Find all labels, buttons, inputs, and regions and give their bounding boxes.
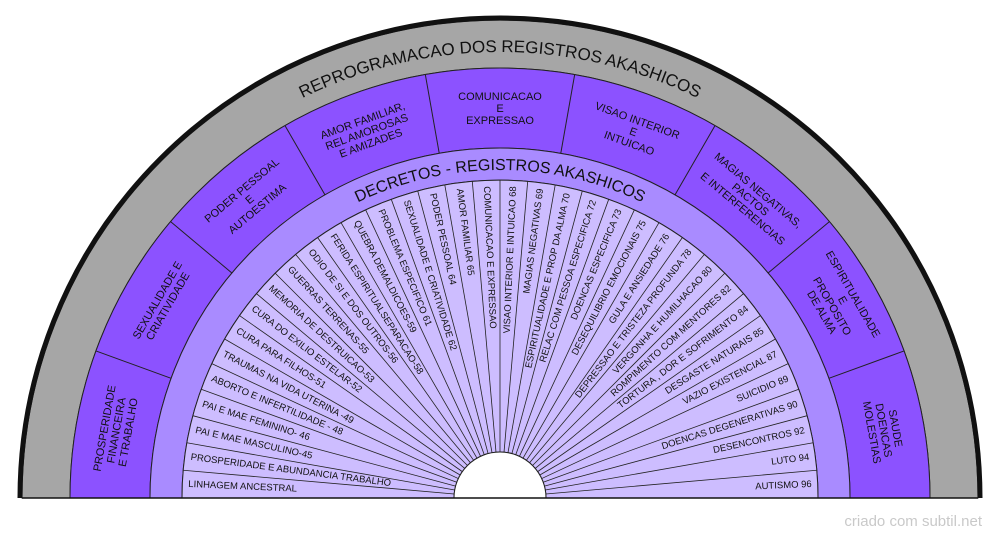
spoke-divider	[183, 469, 455, 495]
category-divider	[828, 350, 905, 379]
spoke-divider	[529, 254, 705, 464]
spoke-divider-lines	[183, 180, 817, 495]
category-divider	[424, 74, 440, 154]
spoke-divider	[522, 222, 660, 459]
spoke-divider	[317, 237, 474, 461]
outer-black-edge	[17, 15, 983, 499]
spoke-divider	[544, 415, 808, 487]
spoke-divider	[211, 363, 459, 479]
spoke-divider	[539, 338, 776, 476]
spoke-divider	[192, 415, 456, 487]
spoke-divider	[186, 442, 455, 491]
spoke-label: LUTO 94	[771, 452, 810, 468]
spoke-divider	[519, 209, 635, 457]
spoke-divider	[444, 184, 493, 453]
spoke-divider	[201, 388, 457, 483]
spoke-divider	[511, 190, 583, 454]
spoke-label: LINHAGEM ANCESTRAL	[188, 479, 297, 495]
spoke-divider	[390, 199, 485, 455]
category-divider	[95, 350, 172, 379]
spoke-divider	[340, 222, 478, 459]
spoke-divider	[256, 293, 466, 469]
spoke-divider	[545, 442, 814, 491]
spoke-divider	[295, 254, 471, 464]
category-label-line: E	[628, 126, 639, 140]
spoke-divider	[503, 181, 529, 453]
spoke-divider	[541, 363, 789, 479]
category-divider	[284, 125, 326, 196]
category-divider-lines	[95, 74, 905, 379]
category-divider	[560, 74, 576, 154]
spoke-divider	[534, 293, 744, 469]
spoke-divider	[545, 469, 817, 495]
spoke-divider	[543, 388, 799, 483]
spoke-divider	[239, 315, 463, 472]
category-label-line: E	[496, 103, 503, 115]
spoke-divider	[537, 315, 761, 472]
credit-watermark: criado com subtil.net	[844, 513, 982, 530]
category-divider	[170, 221, 233, 274]
category-label-line: COMUNICACAO	[458, 91, 542, 103]
spoke-divider	[365, 209, 481, 457]
spoke-divider	[417, 190, 489, 454]
spoke-divider	[526, 237, 683, 461]
category-divider	[767, 221, 830, 274]
spoke-divider	[515, 199, 610, 455]
spoke-divider	[507, 184, 556, 453]
category-label-line: EXPRESSAO	[466, 115, 534, 127]
spoke-divider	[471, 181, 497, 453]
category-divider	[674, 125, 716, 196]
spoke-divider	[274, 272, 468, 466]
spoke-divider	[224, 338, 461, 476]
spoke-divider	[532, 272, 726, 466]
spoke-label: AUTISMO 96	[755, 479, 812, 492]
center-hole	[453, 451, 547, 499]
